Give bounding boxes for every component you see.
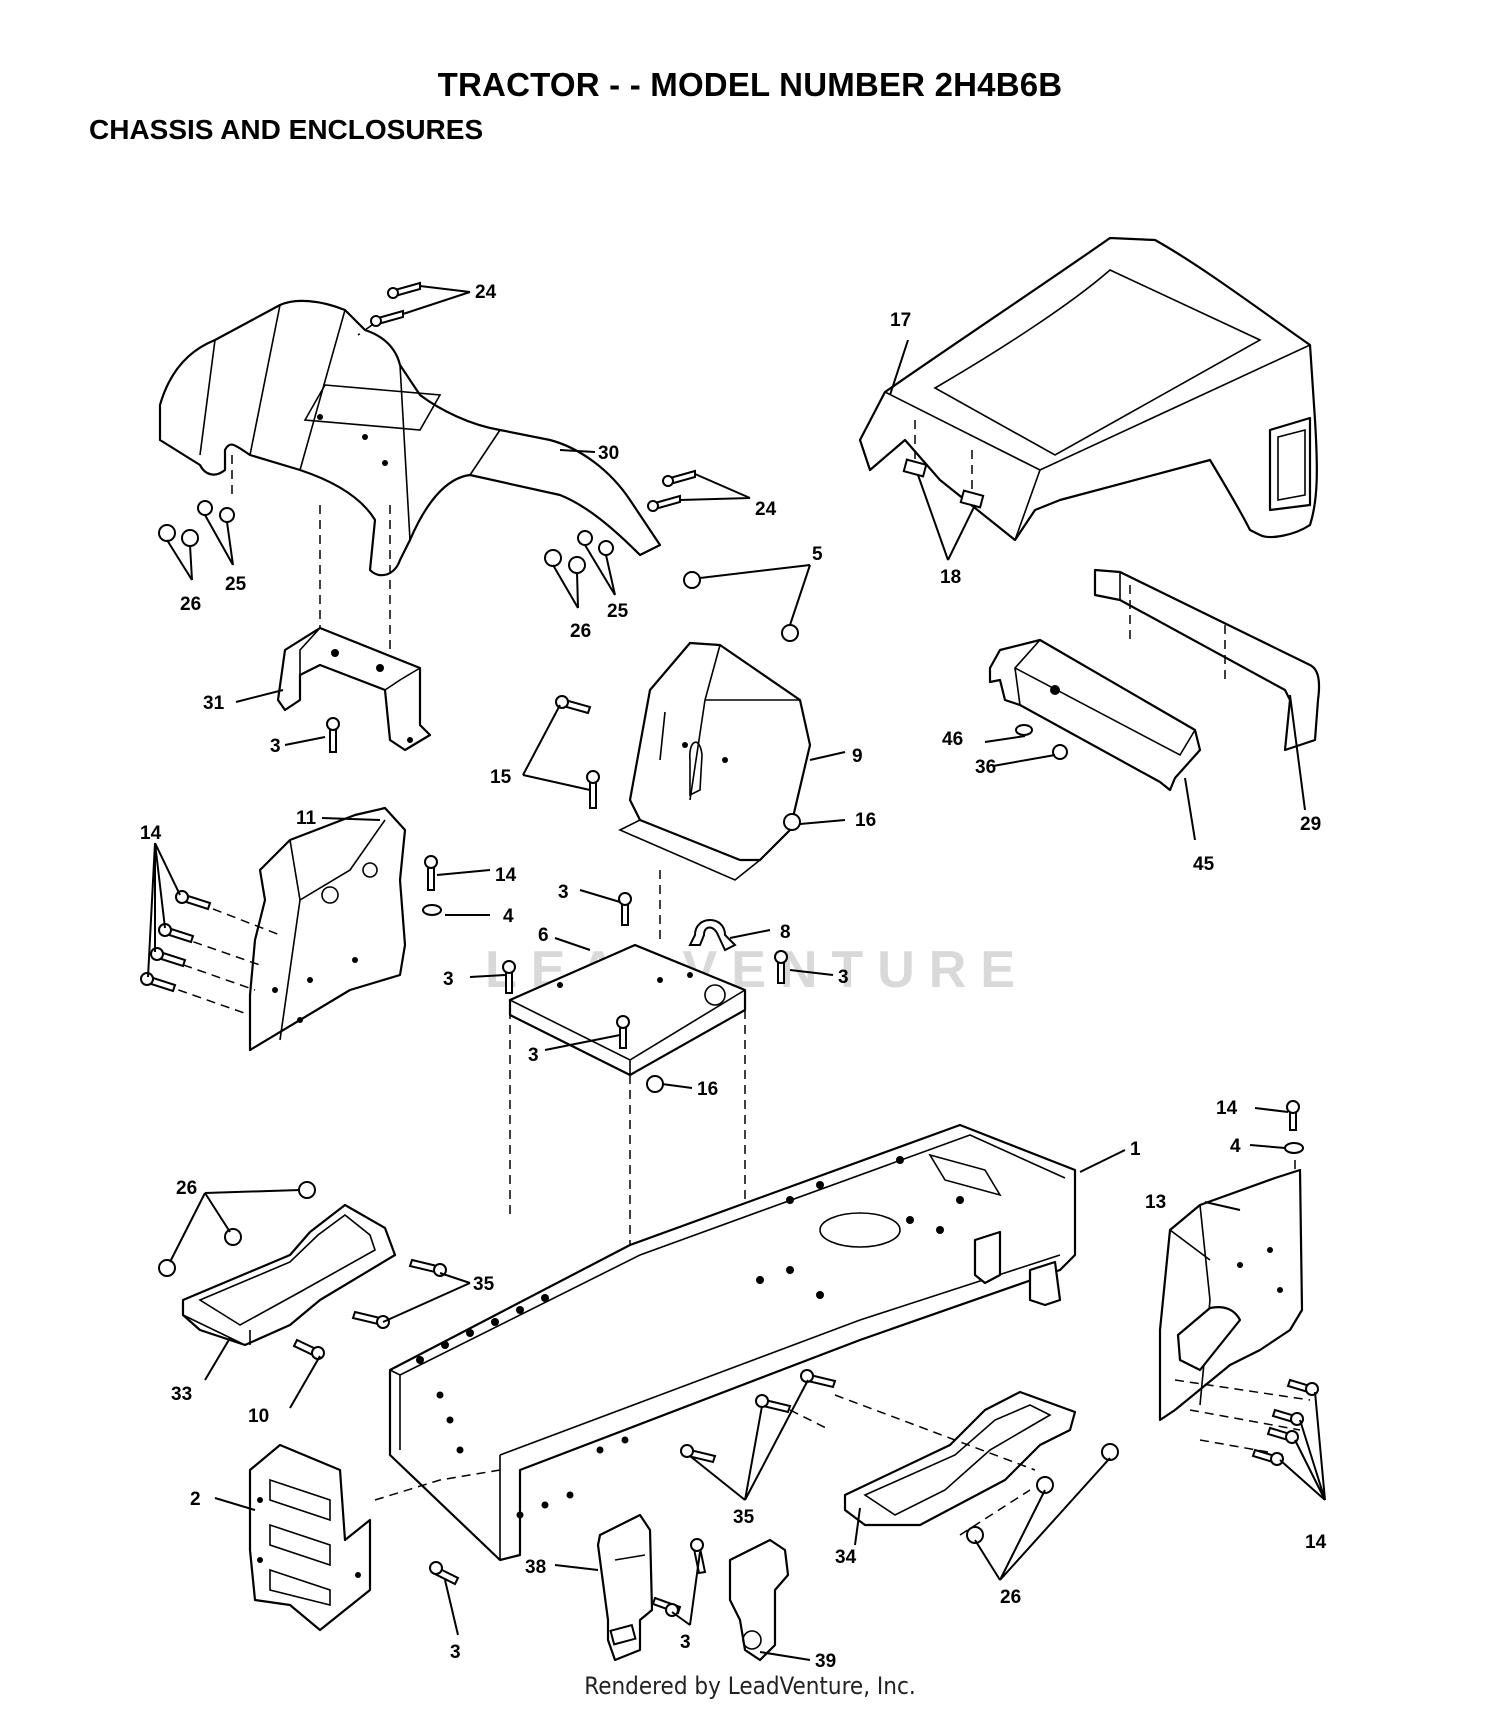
callout-31: 31	[203, 693, 225, 714]
callout-16a: 16	[855, 810, 876, 831]
callout-11: 11	[296, 808, 317, 829]
callout-14a: 14	[140, 823, 162, 844]
callout-4a: 4	[503, 906, 514, 927]
callout-45: 45	[1193, 854, 1215, 875]
callout-24b: 24	[755, 499, 777, 520]
callout-25b: 25	[607, 601, 629, 622]
right-side-panel-part-13	[1158, 1168, 1304, 1422]
hardware-fasteners	[140, 281, 1319, 1617]
hood-part-17	[858, 236, 1318, 542]
callout-18: 18	[940, 567, 961, 588]
callout-25a: 25	[225, 574, 247, 595]
dash-panel-part-9	[618, 641, 812, 881]
callout-13: 13	[1145, 1192, 1166, 1213]
callout-3a: 3	[270, 736, 281, 757]
callout-26d: 26	[1000, 1587, 1021, 1608]
callout-17: 17	[890, 310, 911, 331]
callout-3g: 3	[680, 1632, 691, 1653]
callout-14d: 14	[1305, 1532, 1327, 1553]
callout-10: 10	[248, 1406, 269, 1427]
callout-38: 38	[525, 1557, 546, 1578]
footer-credit: Rendered by LeadVenture, Inc.	[584, 1672, 916, 1700]
callout-4b: 4	[1230, 1136, 1241, 1157]
callout-39: 39	[815, 1651, 836, 1672]
rear-fender-part-30	[158, 299, 662, 577]
front-bracket-part-2	[248, 1443, 372, 1632]
callout-3d: 3	[838, 967, 849, 988]
callout-6: 6	[538, 925, 549, 946]
bracket-part-31	[276, 626, 432, 752]
callout-33: 33	[171, 1384, 192, 1405]
callout-3e: 3	[528, 1045, 539, 1066]
callout-3c: 3	[443, 969, 454, 990]
callout-14c: 14	[1216, 1098, 1238, 1119]
callout-2: 2	[190, 1489, 201, 1510]
callout-1: 1	[1130, 1139, 1141, 1160]
callout-3b: 3	[558, 882, 569, 903]
bracket-part-39	[728, 1538, 790, 1662]
callout-46: 46	[942, 729, 963, 750]
mounting-plate-part-6	[508, 943, 747, 1077]
callout-14b: 14	[495, 865, 517, 886]
callout-9: 9	[852, 746, 863, 767]
callout-15: 15	[490, 767, 512, 788]
callout-16b: 16	[697, 1079, 718, 1100]
page-title: TRACTOR - - MODEL NUMBER 2H4B6B	[437, 66, 1063, 103]
bracket-part-38	[596, 1513, 654, 1662]
callout-5: 5	[812, 544, 823, 565]
callout-26b: 26	[570, 621, 591, 642]
left-footrest-part-33	[181, 1203, 397, 1347]
callout-24a: 24	[475, 282, 497, 303]
callout-35a: 35	[473, 1274, 495, 1295]
callout-36: 36	[975, 757, 996, 778]
main-frame-part-1	[388, 1123, 1077, 1562]
callout-8: 8	[780, 922, 791, 943]
grille-panel-part-29	[1093, 568, 1321, 752]
hood-clips-part-18	[902, 458, 985, 509]
callout-26c: 26	[176, 1178, 197, 1199]
right-footrest-part-34	[843, 1390, 1077, 1527]
leader-lines	[147, 285, 1326, 1661]
callout-3f: 3	[450, 1642, 461, 1663]
lower-panel-part-45	[988, 638, 1202, 792]
callout-35b: 35	[733, 1507, 755, 1528]
frame-holes	[416, 1156, 964, 1519]
callout-29: 29	[1300, 814, 1321, 835]
callout-34: 34	[835, 1547, 857, 1568]
callout-26a: 26	[180, 594, 201, 615]
callout-30: 30	[598, 443, 619, 464]
callout-labels: 24 24 30 25 26 25 26 5 17 18 31 3 9 15 1…	[140, 282, 1327, 1672]
left-side-panel-part-11	[248, 806, 407, 1052]
section-subtitle: CHASSIS AND ENCLOSURES	[89, 114, 484, 145]
